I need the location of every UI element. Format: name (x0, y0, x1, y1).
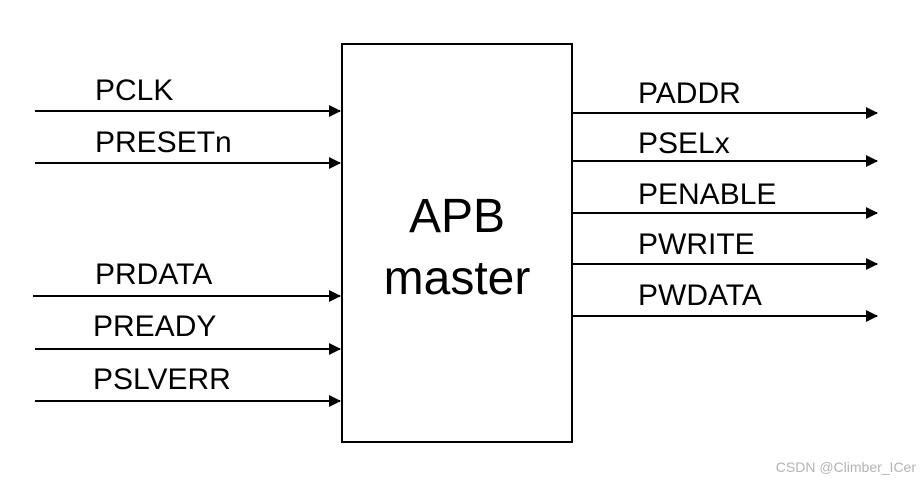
output-signal-penable: PENABLE (573, 178, 878, 219)
apb-master-block (341, 43, 573, 443)
output-signal-pselx: PSELx (573, 127, 878, 167)
presetn-label: PRESETn (95, 126, 232, 159)
pclk-label: PCLK (95, 74, 173, 107)
pready-label: PREADY (93, 310, 216, 343)
block-title-line2: master (384, 252, 531, 305)
output-signal-pwdata: PWDATA (573, 279, 878, 322)
pselx-label: PSELx (638, 127, 730, 160)
input-signal-pslverr: PSLVERR (35, 363, 341, 407)
penable-label: PENABLE (638, 178, 776, 211)
input-signal-prdata: PRDATA (33, 258, 341, 302)
pwdata-label: PWDATA (638, 279, 762, 312)
input-signal-pready: PREADY (35, 310, 341, 355)
pslverr-label: PSLVERR (93, 363, 231, 396)
pwrite-label: PWRITE (638, 228, 755, 261)
paddr-label: PADDR (638, 77, 741, 110)
prdata-label: PRDATA (95, 258, 212, 291)
output-signal-paddr: PADDR (573, 77, 878, 119)
input-signal-pclk: PCLK (35, 74, 341, 117)
input-signal-presetn: PRESETn (35, 126, 341, 169)
block-title-line1: APB (409, 190, 505, 243)
output-signal-pwrite: PWRITE (573, 228, 878, 270)
watermark-text: CSDN @Climber_ICer (776, 459, 917, 475)
